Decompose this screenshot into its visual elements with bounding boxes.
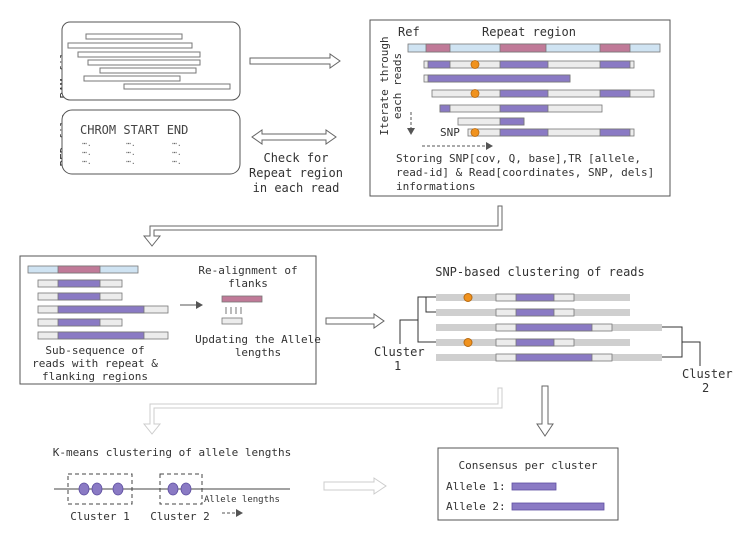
svg-text:read-id] & Read[coordinates, S: read-id] & Read[coordinates, SNP, dels] [396, 166, 654, 179]
svg-text:Cluster: Cluster [374, 345, 425, 359]
storing-text: Storing SNP[cov, Q, base],TR [allele, re… [396, 152, 654, 193]
check-label: Check for Repeat region in each read [249, 151, 343, 195]
svg-text:Iterate through: Iterate through [378, 36, 391, 135]
bam-reads [67, 33, 231, 90]
svg-text:⋯.: ⋯. [82, 139, 92, 148]
allele2-label: Allele 2: [446, 500, 506, 513]
allele1-label: Allele 1: [446, 480, 506, 493]
snp-marker [470, 89, 480, 98]
connector-to-kmeans [142, 387, 503, 435]
svg-text:lengths: lengths [235, 346, 281, 359]
svg-text:each reads: each reads [391, 53, 404, 119]
svg-text:⋯.: ⋯. [82, 157, 92, 166]
reference-bar [407, 43, 661, 53]
clustered-reads [436, 293, 662, 362]
svg-text:⋯.: ⋯. [126, 139, 136, 148]
svg-text:flanking regions: flanking regions [42, 370, 148, 383]
snp-marker [463, 338, 473, 347]
arrow-bed-bidirectional [251, 129, 337, 145]
aligned-reads [423, 60, 655, 137]
snp-label: SNP [440, 126, 460, 139]
realign-label: Re-alignment of flanks [198, 264, 297, 290]
allele1-bar [511, 482, 557, 491]
allele-points [78, 482, 192, 496]
svg-text:⋯.: ⋯. [172, 148, 182, 157]
snp-clustering-title: SNP-based clustering of reads [435, 265, 645, 279]
snp-marker [470, 60, 480, 69]
snp-marker [463, 293, 473, 302]
iterate-label: Iterate through each reads [378, 36, 404, 135]
svg-text:⋯.: ⋯. [82, 148, 92, 157]
cluster-dendrogram-left [399, 296, 436, 344]
update-label: Updating the Allele lengths [195, 333, 321, 359]
snp-marker [470, 128, 480, 137]
svg-text:Sub-sequence of: Sub-sequence of [45, 344, 144, 357]
arrow-bam-to-panel [249, 53, 341, 69]
subsequence-reads [27, 265, 169, 340]
flank-realignment-icon [221, 295, 263, 325]
svg-text:reads with repeat &: reads with repeat & [32, 357, 158, 370]
bed-header: CHROM START END [80, 123, 188, 137]
svg-text:informations: informations [396, 180, 475, 193]
kmeans-title: K-means clustering of allele lengths [53, 446, 291, 459]
svg-text:⋯.: ⋯. [126, 148, 136, 157]
repeat-region-label: Repeat region [482, 25, 576, 39]
svg-text:Updating the Allele: Updating the Allele [195, 333, 321, 346]
kmeans-cluster2-label: Cluster 2 [150, 510, 210, 523]
bed-file-box [61, 109, 241, 175]
bed-rows: ⋯.⋯.⋯. ⋯.⋯.⋯. ⋯.⋯.⋯. [82, 139, 182, 166]
svg-text:⋯.: ⋯. [126, 157, 136, 166]
svg-text:flanks: flanks [228, 277, 268, 290]
arrow-to-consensus [536, 385, 554, 437]
kmeans-cluster2-box [159, 473, 203, 505]
allele-lengths-label: Allele lengths [204, 495, 280, 505]
cluster1-label: Cluster 1 [374, 345, 425, 373]
cluster-dendrogram-right [662, 326, 701, 366]
arrow-kmeans-to-consensus [323, 477, 387, 495]
svg-text:Repeat region: Repeat region [249, 166, 343, 180]
svg-text:Check for: Check for [263, 151, 328, 165]
svg-text:⋯.: ⋯. [172, 157, 182, 166]
svg-text:in each read: in each read [253, 181, 340, 195]
svg-text:Storing SNP[cov, Q, base],TR [: Storing SNP[cov, Q, base],TR [allele, [396, 152, 641, 165]
ref-label: Ref [398, 25, 420, 39]
kmeans-cluster1-box [67, 473, 133, 505]
kmeans-cluster1-label: Cluster 1 [70, 510, 130, 523]
allele2-bar [511, 502, 605, 511]
svg-text:⋯.: ⋯. [172, 139, 182, 148]
cluster2-label: Cluster 2 [682, 367, 733, 395]
svg-text:2: 2 [702, 381, 709, 395]
svg-text:Cluster: Cluster [682, 367, 733, 381]
consensus-title: Consensus per cluster [458, 459, 597, 472]
arrow-realign-to-cluster [325, 313, 385, 329]
svg-text:1: 1 [394, 359, 401, 373]
connector-top-to-realign [142, 205, 503, 247]
subseq-label: Sub-sequence of reads with repeat & flan… [32, 344, 158, 383]
svg-text:Re-alignment of: Re-alignment of [198, 264, 297, 277]
